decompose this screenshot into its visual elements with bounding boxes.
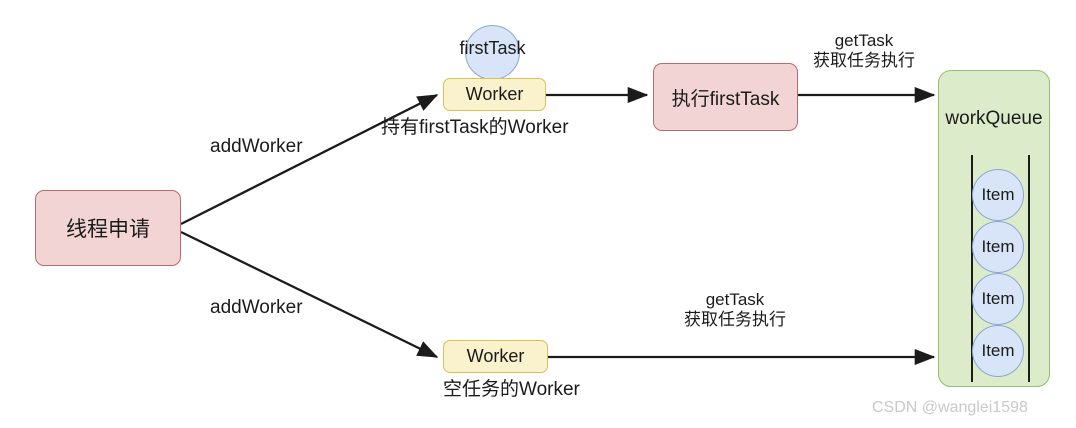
- node-worker-top-label: Worker: [465, 84, 524, 104]
- node-exec-first-task[interactable]: 执行firstTask: [653, 63, 798, 131]
- node-exec-first-task-label: 执行firstTask: [671, 88, 780, 110]
- edge-label-get-task-top: getTask 获取任务执行: [789, 31, 939, 71]
- queue-item[interactable]: Item: [972, 273, 1024, 325]
- edge-label-get-task-bottom: getTask 获取任务执行: [660, 290, 810, 330]
- node-thread-request-label: 线程申请: [66, 218, 150, 241]
- queue-rail-left: [971, 155, 973, 382]
- node-first-task-label: firstTask: [459, 38, 526, 58]
- watermark: CSDN @wanglei1598: [872, 399, 1028, 416]
- queue-item-label: Item: [981, 237, 1015, 256]
- queue-item[interactable]: Item: [972, 169, 1024, 221]
- edge-label-empty-worker: 空任务的Worker: [443, 379, 580, 400]
- edge-label-add-worker-top: addWorker: [210, 136, 303, 157]
- edge-label-holds-first-task: 持有firstTask的Worker: [381, 117, 569, 138]
- edge-label-add-worker-bottom: addWorker: [210, 297, 303, 318]
- node-worker-bottom-label: Worker: [466, 346, 525, 366]
- edge-label-get-task-top-line2: 获取任务执行: [813, 51, 915, 71]
- node-worker-top[interactable]: Worker: [443, 78, 546, 111]
- edge-request-to-worker-bottom: [180, 230, 439, 359]
- queue-item-label: Item: [981, 185, 1015, 204]
- edge-label-get-task-bottom-line2: 获取任务执行: [684, 310, 786, 330]
- edge-label-get-task-top-line1: getTask: [834, 31, 894, 50]
- queue-rail-right: [1028, 155, 1030, 382]
- node-worker-bottom[interactable]: Worker: [443, 340, 548, 373]
- node-first-task-circle[interactable]: [465, 25, 520, 80]
- queue-item[interactable]: Item: [972, 325, 1024, 377]
- node-work-queue-label: workQueue: [945, 108, 1043, 129]
- queue-item-label: Item: [981, 289, 1015, 308]
- queue-item[interactable]: Item: [972, 221, 1024, 273]
- edge-label-get-task-bottom-line1: getTask: [705, 290, 765, 309]
- queue-item-label: Item: [981, 341, 1015, 360]
- edge-request-to-worker-top: [180, 93, 439, 226]
- node-thread-request[interactable]: 线程申请: [35, 190, 181, 266]
